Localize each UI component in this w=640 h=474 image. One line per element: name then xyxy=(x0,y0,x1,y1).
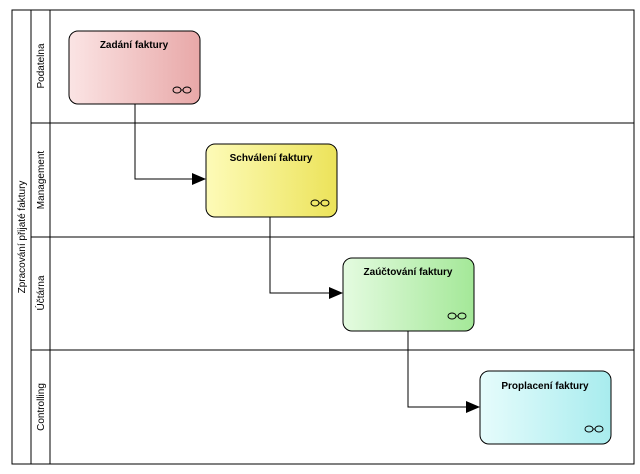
task-zauctovani-faktury[interactable]: Zaúčtování faktury xyxy=(342,257,475,332)
task-label: Schválení faktury xyxy=(230,153,313,164)
lane-management: Management xyxy=(36,151,47,210)
task-box[interactable] xyxy=(479,370,612,445)
lane-uctarna: Účtárna xyxy=(34,275,47,310)
lane-label-controlling: Controlling xyxy=(36,383,47,431)
flow-arrow-zadani-schvaleni[interactable] xyxy=(134,104,206,185)
lane-label-uctarna: Účtárna xyxy=(34,275,47,310)
lane-separators xyxy=(31,122,634,351)
subprocess-glasses-icon xyxy=(172,86,192,94)
task-box[interactable] xyxy=(68,30,201,105)
task-label: Zaúčtování faktury xyxy=(364,267,453,278)
flow-arrow-zauctovani-proplaceni[interactable] xyxy=(407,331,480,413)
lane-podatelna: Podatelna xyxy=(36,43,47,88)
task-schvaleni-faktury[interactable]: Schválení faktury xyxy=(205,143,338,218)
lane-label-management: Management xyxy=(36,151,47,210)
lane-controlling: Controlling xyxy=(36,383,47,431)
lane-label-podatelna: Podatelna xyxy=(36,43,47,88)
task-proplaceni-faktury[interactable]: Proplacení faktury xyxy=(479,370,612,445)
task-box[interactable] xyxy=(205,143,338,218)
pool-title: Zpracování přijaté faktury xyxy=(17,181,28,294)
subprocess-glasses-icon xyxy=(447,312,467,320)
sequence-flows xyxy=(134,104,480,413)
task-zadani-faktury[interactable]: Zadání faktury xyxy=(68,30,201,105)
task-box[interactable] xyxy=(342,257,475,332)
task-label: Proplacení faktury xyxy=(501,381,589,392)
subprocess-glasses-icon xyxy=(310,199,330,207)
task-label: Zadání faktury xyxy=(100,40,169,51)
flow-arrow-schvaleni-zauctovani[interactable] xyxy=(269,217,343,299)
subprocess-glasses-icon xyxy=(584,425,604,433)
